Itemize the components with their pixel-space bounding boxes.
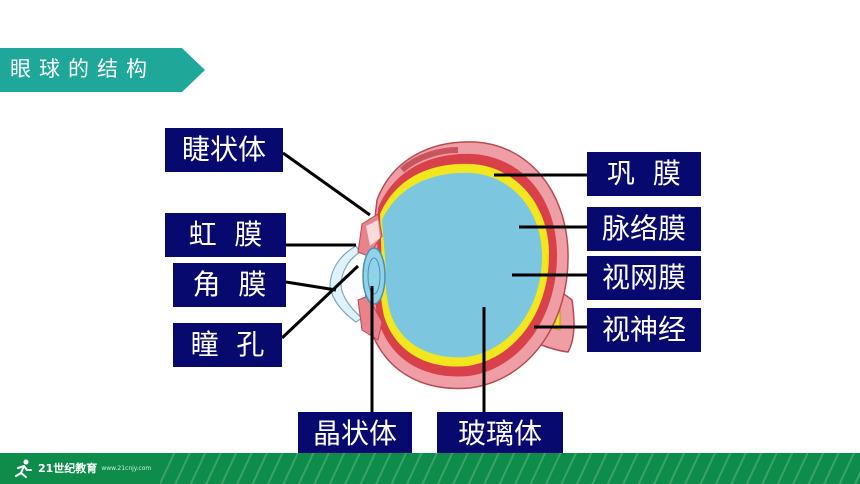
label-cornea: 角 膜 — [173, 263, 286, 307]
label-ciliary-body: 睫状体 — [165, 128, 283, 172]
leader-cornea — [285, 280, 337, 292]
label-retina: 视网膜 — [587, 256, 701, 300]
label-choroid: 脉络膜 — [587, 207, 701, 251]
footer-bar: 21世纪教育 www.21cnjy.com — [0, 453, 860, 484]
label-lens: 晶状体 — [298, 412, 412, 456]
footer-logo: 21世纪教育 www.21cnjy.com — [12, 457, 151, 480]
label-vitreous-body: 玻璃体 — [437, 412, 563, 456]
label-pupil: 瞳 孔 — [173, 323, 282, 367]
label-iris: 虹 膜 — [165, 213, 286, 257]
footer-stripes — [160, 453, 860, 484]
leader-lines — [280, 151, 587, 412]
logo-url: www.21cnjy.com — [101, 465, 152, 472]
vitreous-body-shape — [382, 172, 543, 358]
sclera-top-band — [400, 147, 459, 173]
ciliary-top-shape — [366, 220, 380, 246]
cornea-shape — [329, 245, 364, 323]
slide-title: 眼球的结构 — [10, 57, 155, 81]
lens-inner — [367, 257, 381, 295]
runner-icon — [15, 459, 32, 478]
lens-shape — [362, 247, 386, 305]
leader-pupil — [280, 264, 360, 340]
logo-text: 21世纪教育 — [38, 461, 98, 475]
label-sclera: 巩 膜 — [587, 152, 701, 196]
leader-ciliary-body — [282, 151, 371, 217]
slide-title-tab: 眼球的结构 — [0, 48, 205, 92]
label-optic-nerve: 视神经 — [587, 308, 701, 352]
